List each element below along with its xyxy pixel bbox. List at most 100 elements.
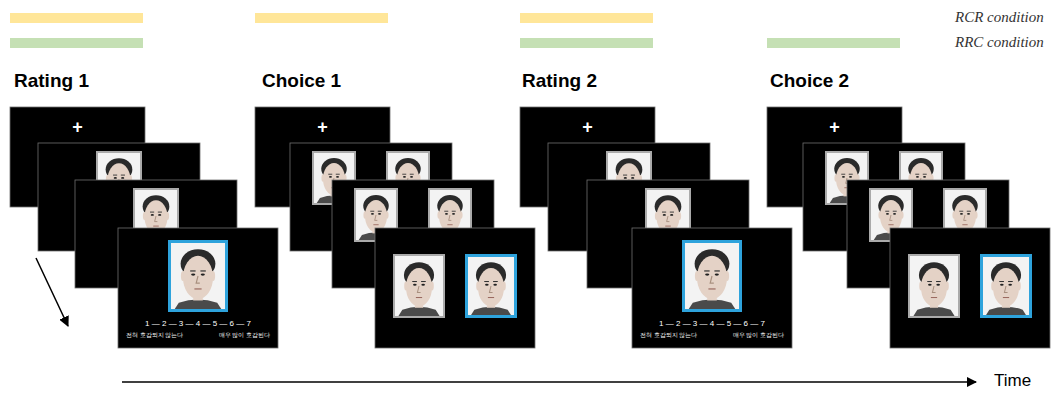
- eyebrow: [670, 212, 674, 213]
- eyebrow: [150, 212, 154, 213]
- stage-heading: Rating 2: [522, 70, 597, 92]
- eyebrow: [927, 281, 932, 282]
- eye: [413, 284, 417, 286]
- face-photo: [682, 240, 742, 312]
- photo-ground: [168, 240, 228, 312]
- scale-anchor: 전혀 호감되지 않는다: [640, 332, 697, 339]
- mouth: [416, 297, 422, 298]
- eyebrow: [402, 174, 406, 175]
- mouth: [1003, 297, 1009, 298]
- head: [993, 268, 1019, 306]
- screen-stacks: [10, 107, 1050, 348]
- eyebrow: [631, 175, 635, 176]
- eye: [485, 284, 489, 286]
- fixation-cross: +: [520, 117, 655, 138]
- eyebrow: [1008, 281, 1013, 282]
- eye: [886, 213, 889, 215]
- eyebrow: [923, 174, 927, 175]
- head: [365, 200, 387, 232]
- eyebrow: [444, 211, 448, 212]
- eye: [114, 177, 117, 179]
- photo-frame: [982, 256, 1031, 317]
- scale-anchor: 매우 많이 호감된다: [219, 332, 270, 339]
- photo-frame: [684, 242, 741, 311]
- black-screen: [632, 228, 792, 348]
- mouth: [665, 226, 671, 227]
- mouth: [708, 288, 715, 289]
- eyebrow: [967, 211, 971, 212]
- eyebrow: [410, 174, 414, 175]
- rating-screen: 1 — 2 — 3 — 4 — 5 — 6 — 7전혀 호감되지 않는다매우 많…: [632, 228, 792, 348]
- photo-frame: [467, 256, 516, 317]
- screen-stack: [10, 107, 278, 348]
- nose: [375, 215, 378, 220]
- photo-frame: [170, 242, 227, 311]
- fixation-cross: +: [255, 117, 390, 138]
- eyebrow: [336, 174, 340, 175]
- nose: [489, 286, 492, 292]
- eyebrow: [704, 270, 709, 271]
- eyebrow: [158, 212, 162, 213]
- rating-screen: 1 — 2 — 3 — 4 — 5 — 6 — 7전혀 호감되지 않는다매우 많…: [118, 228, 278, 348]
- sequence-arrow: [36, 258, 68, 326]
- condition-bar: [10, 13, 143, 23]
- eye: [960, 213, 963, 215]
- condition-bar: [767, 38, 900, 48]
- legend-label: RRC condition: [955, 34, 1044, 51]
- black-screen: [118, 228, 278, 348]
- eyebrow: [200, 270, 205, 271]
- mouth: [931, 297, 937, 298]
- eye: [336, 176, 339, 178]
- head: [880, 200, 902, 232]
- eyebrow: [662, 212, 666, 213]
- eyebrow: [849, 174, 853, 175]
- eyebrow: [915, 174, 919, 175]
- eyebrow: [841, 174, 845, 175]
- eye: [191, 273, 195, 275]
- eyebrow: [190, 270, 195, 271]
- eye: [410, 176, 413, 178]
- photo-ground: [908, 254, 960, 318]
- eye: [923, 176, 926, 178]
- eyebrow: [484, 281, 489, 282]
- mouth: [888, 224, 893, 225]
- eye: [1000, 284, 1004, 286]
- eye: [493, 284, 497, 286]
- eye: [663, 214, 666, 216]
- photo-ground: [980, 254, 1032, 318]
- condition-bar: [520, 13, 653, 23]
- eyebrow: [493, 281, 498, 282]
- eyebrow: [999, 281, 1004, 282]
- eyebrow: [328, 174, 332, 175]
- face-photo: [908, 254, 960, 318]
- nose: [1004, 286, 1007, 292]
- eye: [842, 176, 845, 178]
- condition-bar: [255, 13, 388, 23]
- condition-bar: [10, 38, 143, 48]
- fixation-screen: +: [10, 107, 145, 207]
- eye: [1008, 284, 1012, 286]
- eyebrow: [113, 175, 117, 176]
- photo-ground: [393, 254, 445, 318]
- eye: [715, 273, 719, 275]
- nose: [196, 276, 200, 283]
- eye: [936, 284, 940, 286]
- face-photo: [465, 254, 517, 318]
- nose: [417, 286, 420, 292]
- condition-bars: [10, 13, 900, 48]
- eye: [403, 176, 406, 178]
- eye: [445, 213, 448, 215]
- head: [697, 256, 727, 299]
- photo-ground: [682, 240, 742, 312]
- eye: [631, 177, 634, 179]
- photo-frame: [909, 255, 959, 317]
- face-photo: [393, 254, 445, 318]
- head: [478, 268, 504, 306]
- eye: [201, 273, 205, 275]
- eyebrow: [623, 175, 627, 176]
- head: [406, 268, 432, 306]
- face-photo: [980, 254, 1032, 318]
- rating-scale: 1 — 2 — 3 — 4 — 5 — 6 — 7: [118, 319, 278, 328]
- black-screen: [890, 228, 1050, 348]
- head: [439, 200, 461, 232]
